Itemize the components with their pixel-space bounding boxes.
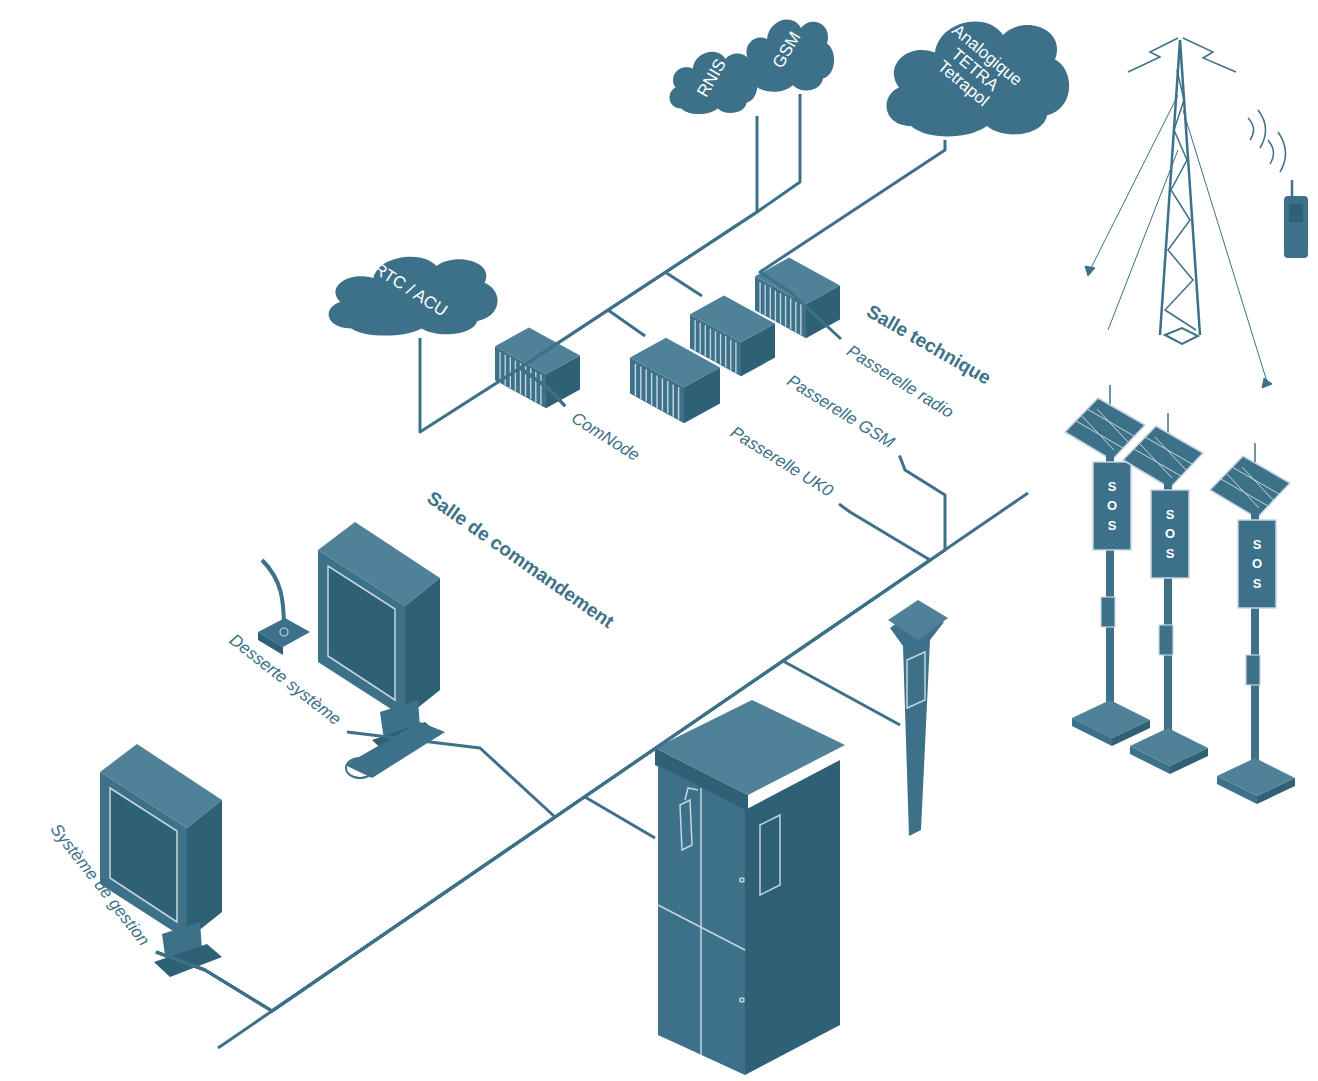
room-title: Salle de commandement: [422, 487, 617, 633]
network-cloud: RTC / ACU: [318, 242, 503, 338]
sos-pole: [1123, 413, 1208, 774]
sos-sign: SOS: [1251, 535, 1264, 594]
gateway-racks: [630, 338, 720, 424]
handheld-radio: [1291, 180, 1294, 198]
handheld-radio: [1284, 180, 1308, 258]
emergency-cabinet: [655, 700, 845, 1075]
cloud-shape: [743, 19, 834, 91]
room-floor: [445, 197, 1028, 578]
network-cloud: GSM: [737, 6, 837, 94]
emergency-column: [888, 600, 948, 640]
radio-tower: [1085, 266, 1095, 276]
network-link: [156, 732, 555, 1011]
device-label: ComNode: [565, 406, 645, 468]
device-name: ComNode: [567, 408, 643, 466]
network-cloud: Analogique TETRA Tetrapol: [875, 0, 1075, 140]
emergency-cabinet: [760, 815, 780, 895]
radio-tower: [1160, 40, 1200, 335]
sos-text: SOS: [1251, 535, 1264, 594]
emergency-cabinet: [658, 905, 745, 950]
device-label: Desserte système: [223, 628, 347, 732]
device-name: Desserte système: [225, 630, 345, 730]
radio-tower: [1085, 38, 1286, 388]
device-label: Système de gestion: [44, 818, 156, 952]
cloud-shape: [670, 52, 758, 114]
desk-microphone: [258, 560, 310, 655]
management-monitor: [100, 744, 222, 977]
handheld-radio: [1289, 204, 1303, 222]
sos-text: SOS: [1106, 477, 1119, 536]
device-label: Passerelle UK0: [725, 420, 839, 504]
radio-tower: [1165, 328, 1198, 344]
device-name: Passerelle UK0: [727, 422, 837, 501]
room-region: Salle techniqueComNodePasserelle UK0Pass…: [445, 197, 1028, 578]
emergency-cabinet: [658, 788, 780, 1055]
network-link: [520, 116, 757, 406]
emergency-cabinet: [740, 878, 744, 882]
emergency-column: [888, 600, 948, 836]
bus-lines: [218, 272, 1028, 1048]
network-link: [520, 94, 800, 406]
emergency-cabinet: [700, 788, 702, 1055]
gateway-racks: [495, 328, 580, 409]
room-floor: [445, 197, 1028, 578]
room-floor: [72, 462, 660, 827]
sos-text: SOS: [1164, 505, 1177, 564]
radio-tower: [1248, 110, 1286, 172]
device-name: Passerelle GSM: [783, 371, 898, 453]
radio-tower: [1262, 378, 1272, 388]
cloud-shape: [328, 257, 497, 336]
bus-lines: [585, 797, 655, 838]
device-name: Système de gestion: [46, 820, 154, 950]
emergency-cabinet: [745, 760, 840, 1075]
emergency-cabinet: [658, 765, 745, 1075]
desk-microphone: [262, 560, 284, 630]
telephone-handset: [345, 722, 445, 778]
bus-lines: [783, 661, 900, 725]
room-floor: [72, 462, 660, 827]
sos-sign: SOS: [1106, 477, 1119, 536]
emergency-cabinet: [680, 788, 698, 850]
radio-tower: [1165, 70, 1196, 330]
telephone-handset: [345, 722, 445, 778]
network-link: [420, 338, 565, 432]
bus-lines: [665, 272, 702, 296]
handheld-radio: [1284, 196, 1308, 258]
network-link: [156, 456, 945, 1012]
sos-pole: [1210, 443, 1295, 804]
sos-sign: SOS: [1164, 505, 1177, 564]
gateway-racks: [495, 258, 840, 424]
sos-pole: [1065, 385, 1150, 746]
room-region: Salle de commandementDesserte système: [72, 462, 660, 827]
telephone-handset: [346, 758, 374, 778]
network-link: [760, 140, 945, 339]
cloud-shape: [887, 21, 1070, 136]
desk-microphone: [280, 628, 288, 636]
emergency-cabinet: [740, 998, 744, 1002]
emergency-column: [907, 652, 925, 708]
bus-lines: [608, 310, 645, 336]
radio-tower: [1090, 95, 1268, 385]
radio-tower: [1128, 38, 1236, 72]
emergency-column: [890, 608, 944, 836]
